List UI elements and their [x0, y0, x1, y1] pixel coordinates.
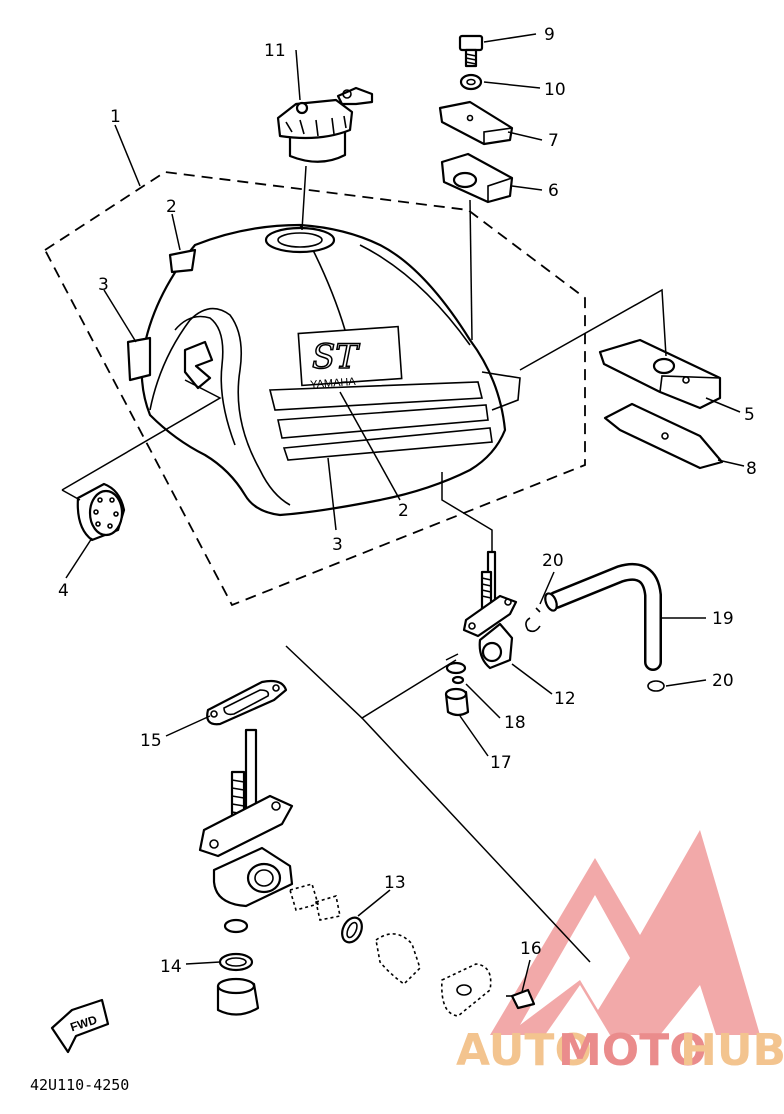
tank-emblem-brand: YAMAHA — [310, 376, 357, 391]
bolt — [458, 34, 484, 68]
callout-18: 18 — [504, 713, 526, 733]
fuel-tank: ST YAMAHA — [126, 223, 521, 517]
callout-20-lower: 20 — [712, 671, 734, 691]
watermark-text-auto: AUTO — [456, 1025, 592, 1076]
callout-1: 1 — [110, 107, 121, 127]
tank-emblem-logo: ST — [312, 337, 360, 377]
callout-10: 10 — [544, 80, 566, 100]
mounting-plate — [438, 100, 514, 146]
callout-19: 19 — [712, 609, 734, 629]
callout-4: 4 — [58, 581, 69, 601]
callout-5: 5 — [744, 405, 755, 425]
gasket-small — [451, 675, 465, 685]
drawing-code: 42U110-4250 — [30, 1076, 129, 1094]
callout-8: 8 — [746, 459, 757, 479]
filler-cap — [276, 86, 374, 163]
automotohub-watermark: AUTO MOTO HUB — [456, 830, 784, 1076]
watermark-text-moto: MOTO — [558, 1025, 707, 1076]
callout-17: 17 — [490, 753, 512, 773]
hose-clip-lower — [647, 680, 665, 692]
callout-3-stripe: 3 — [332, 535, 343, 555]
watermark-logo-mark — [490, 830, 760, 1035]
tank-assembly-boundary — [43, 171, 586, 607]
leader-lines — [61, 33, 745, 993]
forward-direction-arrow: FWD — [50, 998, 110, 1054]
fuel-cock — [462, 550, 518, 670]
callout-2-emblem: 2 — [398, 501, 409, 521]
fuel-hose — [544, 562, 662, 671]
callout-7: 7 — [548, 131, 559, 151]
fuel-cock-exploded — [198, 679, 536, 1017]
callout-15: 15 — [140, 731, 162, 751]
callout-16: 16 — [520, 939, 542, 959]
hose-clip-upper — [525, 607, 541, 633]
callout-14: 14 — [160, 957, 182, 977]
callout-3-guide: 3 — [98, 275, 109, 295]
callout-20-upper: 20 — [542, 551, 564, 571]
rear-bracket — [598, 338, 722, 410]
callout-6: 6 — [548, 181, 559, 201]
o-ring-small — [445, 661, 467, 675]
sediment-cup-small — [444, 687, 470, 717]
callout-numbers: 1 2 2 3 3 4 5 6 7 8 9 10 11 12 13 14 15 … — [58, 25, 757, 977]
watermark-text-hub: HUB — [680, 1025, 784, 1076]
callout-12: 12 — [554, 689, 576, 709]
damper — [440, 152, 514, 204]
callout-9: 9 — [544, 25, 555, 45]
washer — [459, 73, 483, 91]
callout-13: 13 — [384, 873, 406, 893]
pad — [603, 402, 724, 470]
rubber-damper — [76, 482, 126, 542]
callout-11: 11 — [264, 41, 286, 61]
callout-2-bracket: 2 — [166, 197, 177, 217]
